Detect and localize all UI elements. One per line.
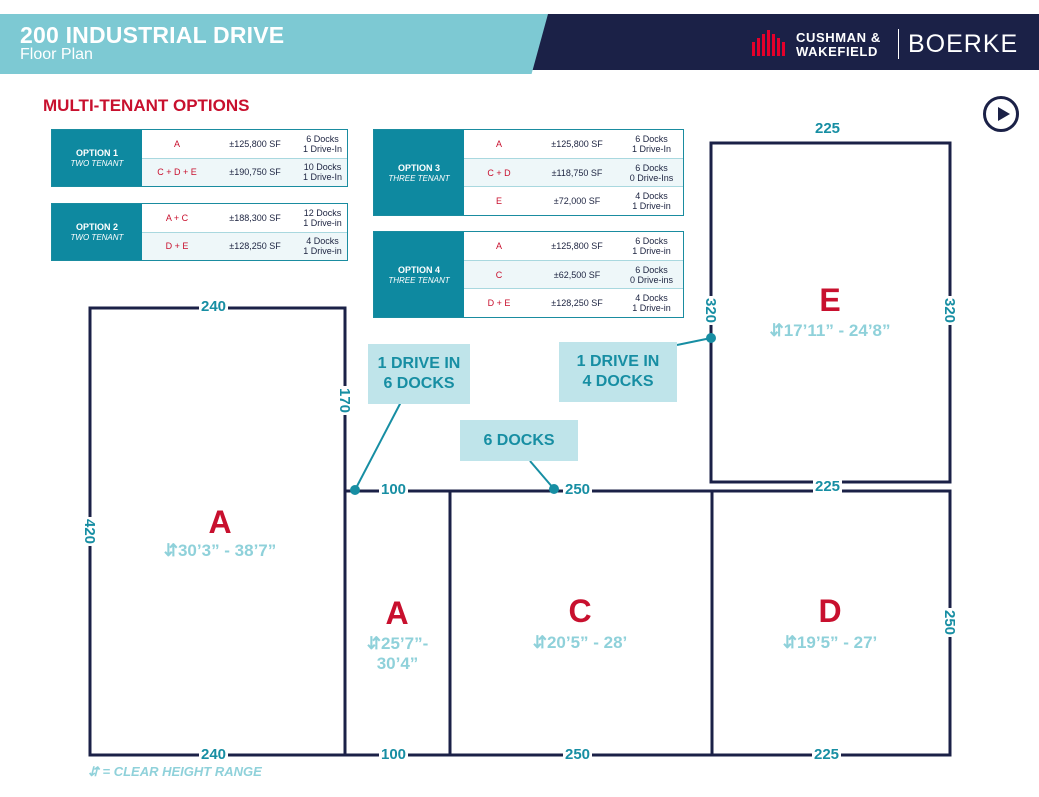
dim-c-bottom: 250 — [563, 746, 593, 763]
callout-drive-in-docks-a: 1 DRIVE IN 6 DOCKS — [368, 344, 470, 404]
bay-a-strip-letter: A — [385, 595, 409, 631]
option-2-label: OPTION 2 TWO TENANT — [52, 204, 142, 260]
dock-marker-c — [549, 484, 559, 494]
callout-drive-in-docks-e: 1 DRIVE IN 4 DOCKS — [559, 342, 677, 402]
bay-e-letter: E — [819, 282, 841, 318]
dim-e-right: 320 — [941, 295, 959, 326]
dim-a-left: 420 — [81, 516, 99, 547]
header-title-banner — [0, 14, 548, 74]
option-2-table: OPTION 2 TWO TENANT A + C ±188,300 SF 12… — [51, 203, 348, 261]
multi-tenant-heading: MULTI-TENANT OPTIONS — [43, 96, 250, 115]
clear-height-legend: ⇵ = CLEAR HEIGHT RANGE — [88, 764, 262, 779]
dock-marker-a — [350, 485, 360, 495]
dim-a-bottom: 240 — [199, 746, 229, 763]
bay-a-main-letter: A — [208, 504, 232, 540]
bay-c-letter: C — [568, 593, 592, 629]
option-4-table: OPTION 4 THREE TENANT A ±125,800 SF 6 Do… — [373, 231, 684, 318]
dim-c-top: 250 — [563, 481, 593, 498]
dim-a-right: 170 — [336, 385, 354, 416]
logo-divider — [898, 29, 899, 59]
boerke-logo-text: BOERKE — [908, 30, 1019, 58]
dim-e-left: 320 — [702, 295, 720, 326]
option-1-label: OPTION 1 TWO TENANT — [52, 130, 142, 186]
dock-marker-e — [706, 333, 716, 343]
page-subtitle: Floor Plan — [20, 46, 93, 63]
callout-leader-a — [354, 401, 402, 491]
dim-strip-bottom: 100 — [379, 746, 409, 763]
callout-leader-c — [529, 460, 555, 490]
callout-leader-e — [676, 337, 712, 346]
option-3-label: OPTION 3 THREE TENANT — [374, 130, 464, 215]
dim-d-right: 250 — [941, 607, 959, 638]
dim-d-bottom: 225 — [812, 746, 842, 763]
cushman-wakefield-logo-icon — [752, 30, 785, 56]
bay-a-strip-height: ⇵25’7”- 30’4” — [366, 634, 429, 673]
option-4-label: OPTION 4 THREE TENANT — [374, 232, 464, 317]
dim-a-top: 240 — [199, 298, 229, 315]
dim-strip-top: 100 — [379, 481, 409, 498]
bay-d-letter: D — [818, 593, 842, 629]
next-page-button[interactable] — [983, 96, 1019, 132]
page-title: 200 INDUSTRIAL DRIVE — [20, 22, 285, 48]
dim-e-bottom: 225 — [813, 478, 843, 495]
option-3-table: OPTION 3 THREE TENANT A ±125,800 SF 6 Do… — [373, 129, 684, 216]
bay-c-height: ⇵20’5” - 28’ — [532, 633, 628, 652]
option-1-table: OPTION 1 TWO TENANT A ±125,800 SF 6 Dock… — [51, 129, 348, 187]
cushman-wakefield-logo-text: CUSHMAN & WAKEFIELD — [796, 30, 881, 59]
dim-e-top: 225 — [813, 120, 843, 137]
callout-docks-c: 6 DOCKS — [460, 420, 578, 461]
bay-a-main-height: ⇵30’3” - 38’7” — [163, 541, 277, 560]
bay-d-height: ⇵19’5” - 27’ — [782, 633, 878, 652]
bay-e-height: ⇵17’11” - 24’8” — [769, 321, 891, 340]
